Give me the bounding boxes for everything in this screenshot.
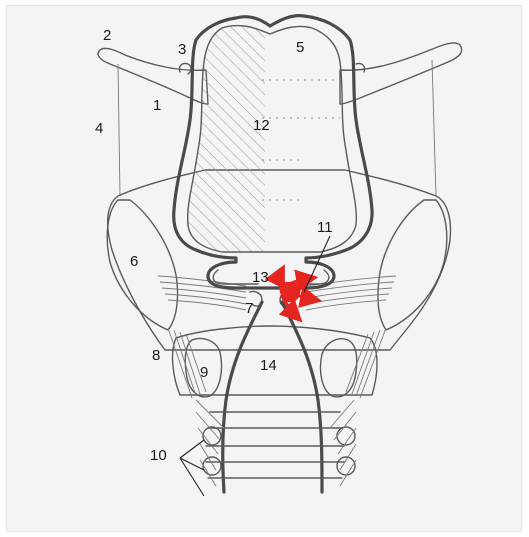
cricoid-nodule-right [320,339,356,397]
subglottic-trachea-left-wall [223,302,262,492]
vocal-muscle-right [306,276,396,310]
hyoid-lesser-horn-right [356,63,365,72]
thyroid-lamina-right [378,200,447,330]
tracheal-ring-ends [203,427,355,475]
label-7: 7 [245,300,253,317]
label-6: 6 [130,253,138,270]
label-12: 12 [253,117,270,134]
label-8: 8 [152,347,160,364]
label-1: 1 [153,97,161,114]
thyrohyoid-membrane-left-line [118,64,120,196]
label-5: 5 [296,39,304,56]
dotted-guide-lines [262,80,340,200]
thyrohyoid-membrane-right-line [432,60,436,196]
label-3: 3 [178,41,186,58]
paratracheal-tissue [196,400,356,486]
label-10: 10 [150,447,167,464]
hyoid-bone-right [340,43,462,104]
label-9: 9 [200,364,208,381]
label-11: 11 [317,219,333,236]
hyoid-lesser-horn-left [179,63,191,74]
label-13: 13 [252,269,269,286]
vocal-muscle-left [158,276,246,310]
leader-line-10c [180,440,204,458]
subglottic-trachea-right-wall [282,302,322,492]
label-4: 4 [95,120,103,137]
label-14: 14 [260,357,277,374]
label-2: 2 [103,27,111,44]
